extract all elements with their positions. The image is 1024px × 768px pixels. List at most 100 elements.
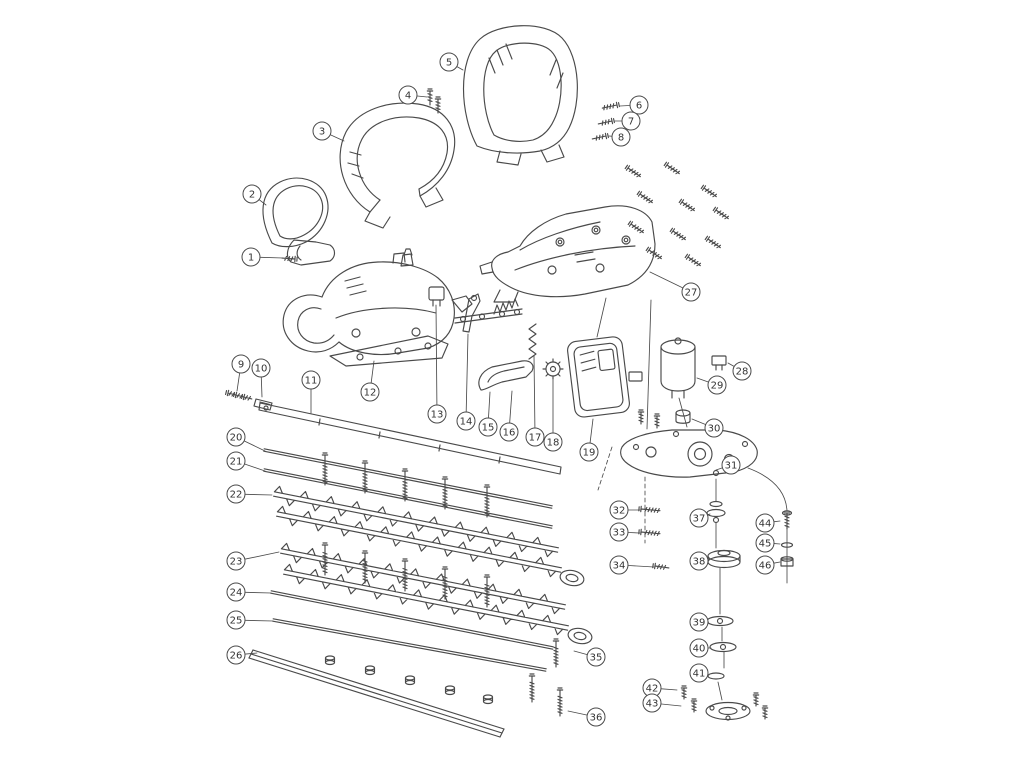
screw-icon (783, 510, 791, 530)
callout-43: 43 (642, 693, 682, 713)
balloon-number: 34 (613, 560, 626, 571)
leader-line (236, 372, 241, 392)
balloon-number: 9 (238, 359, 244, 370)
callout-8: 8 (608, 127, 631, 147)
screw-icon (638, 505, 661, 514)
screw-icon (704, 235, 722, 249)
small-module-part (628, 371, 643, 382)
balloon-number: 13 (431, 409, 444, 420)
leader-line (245, 619, 274, 622)
balloon-number: 46 (759, 560, 772, 571)
balloon-circle (226, 645, 246, 665)
balloon-circle (360, 382, 380, 402)
balloon-number: 43 (646, 698, 659, 709)
switch-part (428, 286, 445, 307)
balloon-circle (499, 422, 519, 442)
leader-line (416, 95, 428, 98)
balloon-number: 30 (708, 423, 721, 434)
nut-icon (444, 685, 456, 696)
leader-line (260, 256, 284, 259)
callout-27: 27 (649, 271, 701, 302)
balloon-number: 12 (364, 387, 377, 398)
screw-icon (426, 88, 434, 106)
leader-line (244, 440, 266, 452)
balloon-circle (755, 533, 775, 553)
front-grip-part (478, 360, 534, 391)
callout-5: 5 (439, 52, 464, 72)
balloon-number: 20 (230, 432, 243, 443)
balloon-circle (231, 354, 251, 374)
balloon-circle (689, 638, 709, 658)
spring-icon (528, 323, 537, 360)
callout-26: 26 (226, 645, 258, 665)
spindle-assembly-part (706, 478, 741, 701)
balloon-circle (301, 370, 321, 390)
leader-line (435, 304, 438, 405)
screw-icon (591, 132, 609, 141)
screw-icon (678, 198, 696, 212)
leader-line (244, 551, 280, 560)
housing-subframe-part (329, 335, 449, 367)
balloon-circle (427, 404, 447, 424)
lock-lever-part (462, 293, 481, 333)
balloon-number: 3 (319, 126, 325, 137)
screw-icon (663, 161, 681, 175)
balloon-number: 35 (590, 652, 603, 663)
screw-icon (597, 117, 615, 126)
callout-31: 31 (715, 455, 741, 475)
balloon-number: 2 (249, 189, 255, 200)
screw-icon (653, 413, 661, 429)
balloon-circle (226, 484, 246, 504)
balloon-number: 24 (230, 587, 243, 598)
leader-line (259, 199, 267, 206)
balloon-number: 5 (446, 57, 452, 68)
leader-line (245, 493, 273, 496)
callout-22: 22 (226, 484, 273, 504)
leader-line (245, 652, 258, 655)
callout-11: 11 (301, 370, 321, 414)
leader-line (465, 333, 469, 412)
assembly-dashed-lines (597, 446, 646, 544)
screw-icon (483, 574, 491, 608)
screw-icon (712, 206, 730, 220)
screw-icon (761, 705, 769, 720)
motor-housing-right-part (479, 205, 656, 303)
cutter-blade-part (280, 542, 566, 615)
balloon-number: 29 (711, 380, 724, 391)
screw-icon (636, 190, 654, 204)
balloon-number: 37 (693, 513, 706, 524)
balloon-number: 8 (618, 132, 624, 143)
callout-12: 12 (360, 360, 380, 402)
balloon-number: 22 (230, 489, 243, 500)
balloon-circle (689, 551, 709, 571)
tie-rod-part (270, 590, 554, 650)
callout-16: 16 (499, 390, 519, 442)
callout-14: 14 (456, 333, 476, 431)
screw-icon (281, 255, 298, 263)
screw-icon (434, 96, 442, 114)
callout-35: 35 (573, 647, 606, 667)
screw-icon (233, 391, 245, 399)
nut-icon (324, 655, 336, 666)
callout-9: 9 (231, 354, 251, 392)
leader-line (573, 650, 588, 655)
balloon-number: 21 (230, 456, 243, 467)
balloon-circle (478, 417, 498, 437)
balloon-number: 36 (590, 712, 603, 723)
balloon-number: 7 (628, 116, 634, 127)
callout-4: 4 (398, 85, 428, 105)
balloon-number: 31 (725, 460, 738, 471)
screw-icon (601, 101, 620, 111)
leader-line (707, 513, 711, 516)
callout-24: 24 (226, 582, 272, 602)
callout-45: 45 (755, 533, 781, 553)
callout-36: 36 (567, 707, 606, 727)
balloon-circle (609, 555, 629, 575)
callout-41: 41 (689, 663, 710, 683)
callout-37: 37 (689, 508, 711, 528)
callout-13: 13 (427, 304, 447, 424)
callout-6: 6 (619, 95, 649, 115)
gear-part (542, 358, 564, 380)
hand-guard-part (262, 177, 329, 248)
blade-eyelet-part (559, 569, 585, 587)
